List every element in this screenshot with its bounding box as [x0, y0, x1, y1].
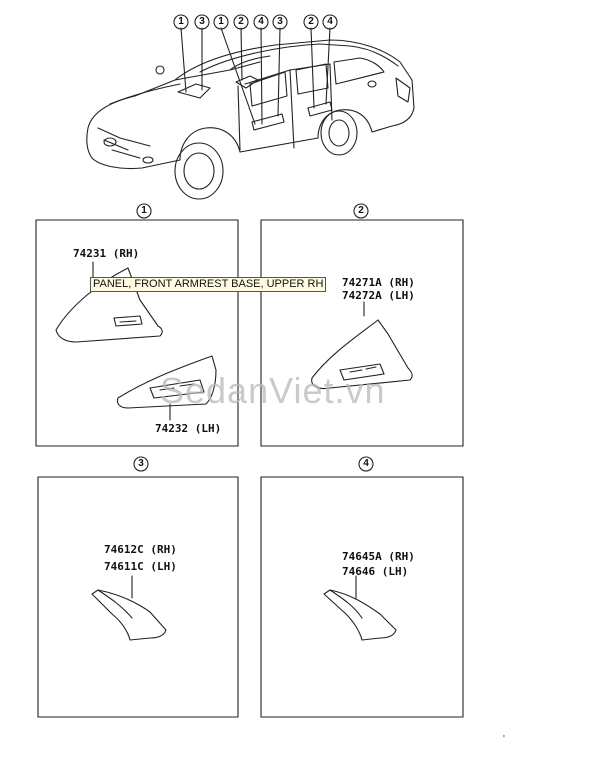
part-number-74645A[interactable]: 74645A (RH) — [342, 550, 415, 563]
panel-4-frame — [260, 476, 464, 718]
panel-3-number: 3 — [138, 458, 144, 469]
panel-4-number: 4 — [363, 458, 369, 469]
part-number-74612C[interactable]: 74612C (RH) — [104, 543, 177, 556]
corner-mark: ' — [503, 734, 505, 745]
callout-1: 1 — [178, 16, 184, 27]
part-number-74611C[interactable]: 74611C (LH) — [104, 560, 177, 573]
callout-4-second: 4 — [327, 16, 333, 27]
callout-3: 3 — [199, 16, 205, 27]
panel-2-number: 2 — [358, 205, 364, 216]
callout-2: 2 — [238, 16, 244, 27]
part-74231-drawing — [55, 261, 163, 343]
callout-4: 4 — [258, 16, 264, 27]
callout-1-second: 1 — [218, 16, 224, 27]
part-number-74231[interactable]: 74231 (RH) — [73, 247, 140, 260]
panel-3-frame — [37, 476, 239, 718]
part-number-74271A[interactable]: 74271A (RH) — [342, 276, 415, 289]
panel-1-number: 1 — [141, 205, 147, 216]
panel-1-frame — [35, 219, 239, 447]
part-74645A-drawing — [323, 575, 397, 641]
part-tooltip: PANEL, FRONT ARMREST BASE, UPPER RH — [90, 277, 327, 292]
panel-2-frame — [260, 219, 464, 447]
part-number-74646[interactable]: 74646 (LH) — [342, 565, 409, 578]
part-74612C-drawing — [91, 575, 167, 641]
panel-header-circles — [133, 203, 374, 472]
part-74271A-drawing — [311, 301, 413, 390]
part-number-74272A[interactable]: 74272A (LH) — [342, 289, 415, 302]
watermark-text: SedanViet.vn — [160, 370, 386, 411]
top-callout-circles — [173, 14, 338, 30]
part-number-74232[interactable]: 74232 (LH) — [155, 422, 222, 435]
car-illustration — [86, 27, 415, 200]
callout-3-second: 3 — [277, 16, 283, 27]
callout-2-second: 2 — [308, 16, 314, 27]
part-74232-drawing — [116, 355, 217, 421]
